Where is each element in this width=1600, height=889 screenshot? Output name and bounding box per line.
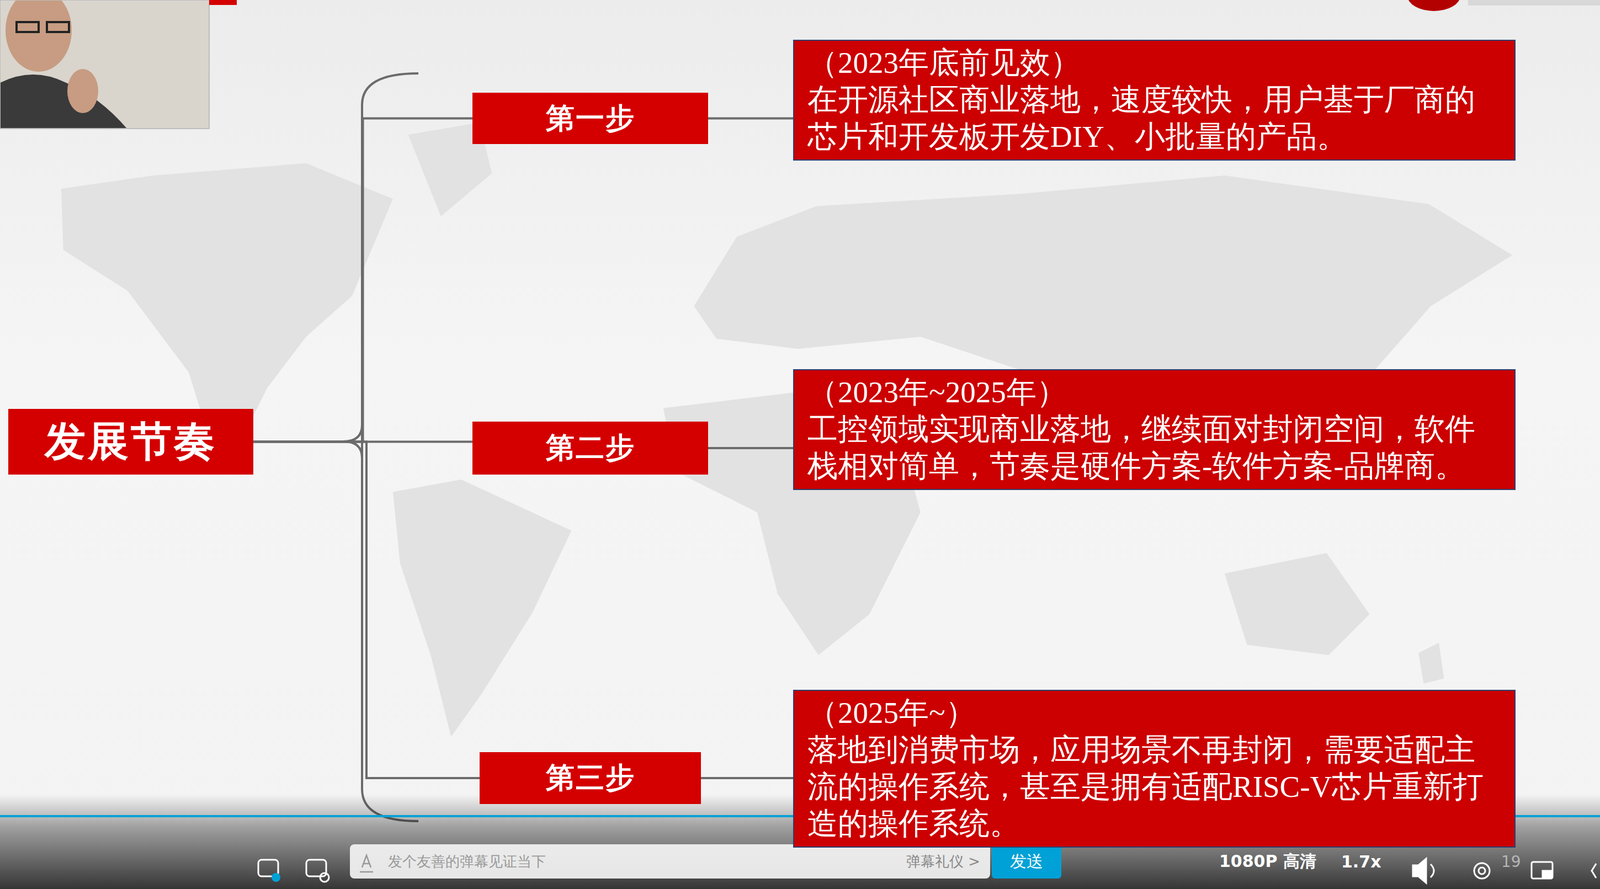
logo-mark [1407,0,1461,12]
step-label: 第三步 [545,758,636,798]
description-box: （2023年~2025年）工控领域实现商业落地，继续面对封闭空间，软件栈相对简单… [793,369,1516,491]
connector-line [708,447,794,450]
webcam-inset [0,0,210,129]
danmaku-input [349,844,991,879]
period-heading: （2023年~2025年） [807,373,1502,411]
send-button-label: 发送 [1010,850,1044,874]
description-text: 工控领域实现商业落地，继续面对封闭空间，软件栈相对简单，节奏是硬件方案-软件方案… [807,410,1502,485]
brace [343,73,419,822]
description-box: （2025年~）落地到消费市场，应用场景不再封闭，需要适配主流的操作系统，甚至是… [793,689,1516,848]
send-button [991,844,1062,879]
step-box: 第三步 [479,752,701,805]
header-bar [209,0,237,5]
speed-label: 1.7x [1341,852,1382,872]
topic-box: 发展节奏 [8,408,254,475]
step-label: 第一步 [545,99,636,138]
topic-label: 发展节奏 [44,414,217,470]
connector-line [708,117,794,120]
connector-line [700,777,794,780]
period-heading: （2023年底前见效） [807,44,1502,82]
description-text: 在开源社区商业落地，速度较快，用户基于厂商的芯片和开发板开发DIY、小批量的产品… [807,81,1502,156]
step-box: 第二步 [472,421,709,475]
description-text: 落地到消费市场，应用场景不再封闭，需要适配主流的操作系统，甚至是拥有适配RISC… [807,731,1502,843]
period-heading: （2025年~） [807,694,1502,732]
danmaku-etiquette-link: 弹幕礼仪 > [906,852,981,872]
description-box: （2023年底前见效）在开源社区商业落地，速度较快，用户基于厂商的芯片和开发板开… [793,39,1516,161]
step-label: 第二步 [545,428,636,468]
step-box: 第一步 [472,92,709,145]
connector-line [253,442,480,779]
danmaku-placeholder: 发个友善的弹幕见证当下 [387,852,546,872]
quality-label: 1080P 高清 [1219,850,1317,874]
logo-text-bar [1468,0,1600,6]
connector-line [253,118,473,443]
font-icon [359,855,374,873]
world-map [61,122,1513,737]
page-number: 19 [1501,852,1522,871]
